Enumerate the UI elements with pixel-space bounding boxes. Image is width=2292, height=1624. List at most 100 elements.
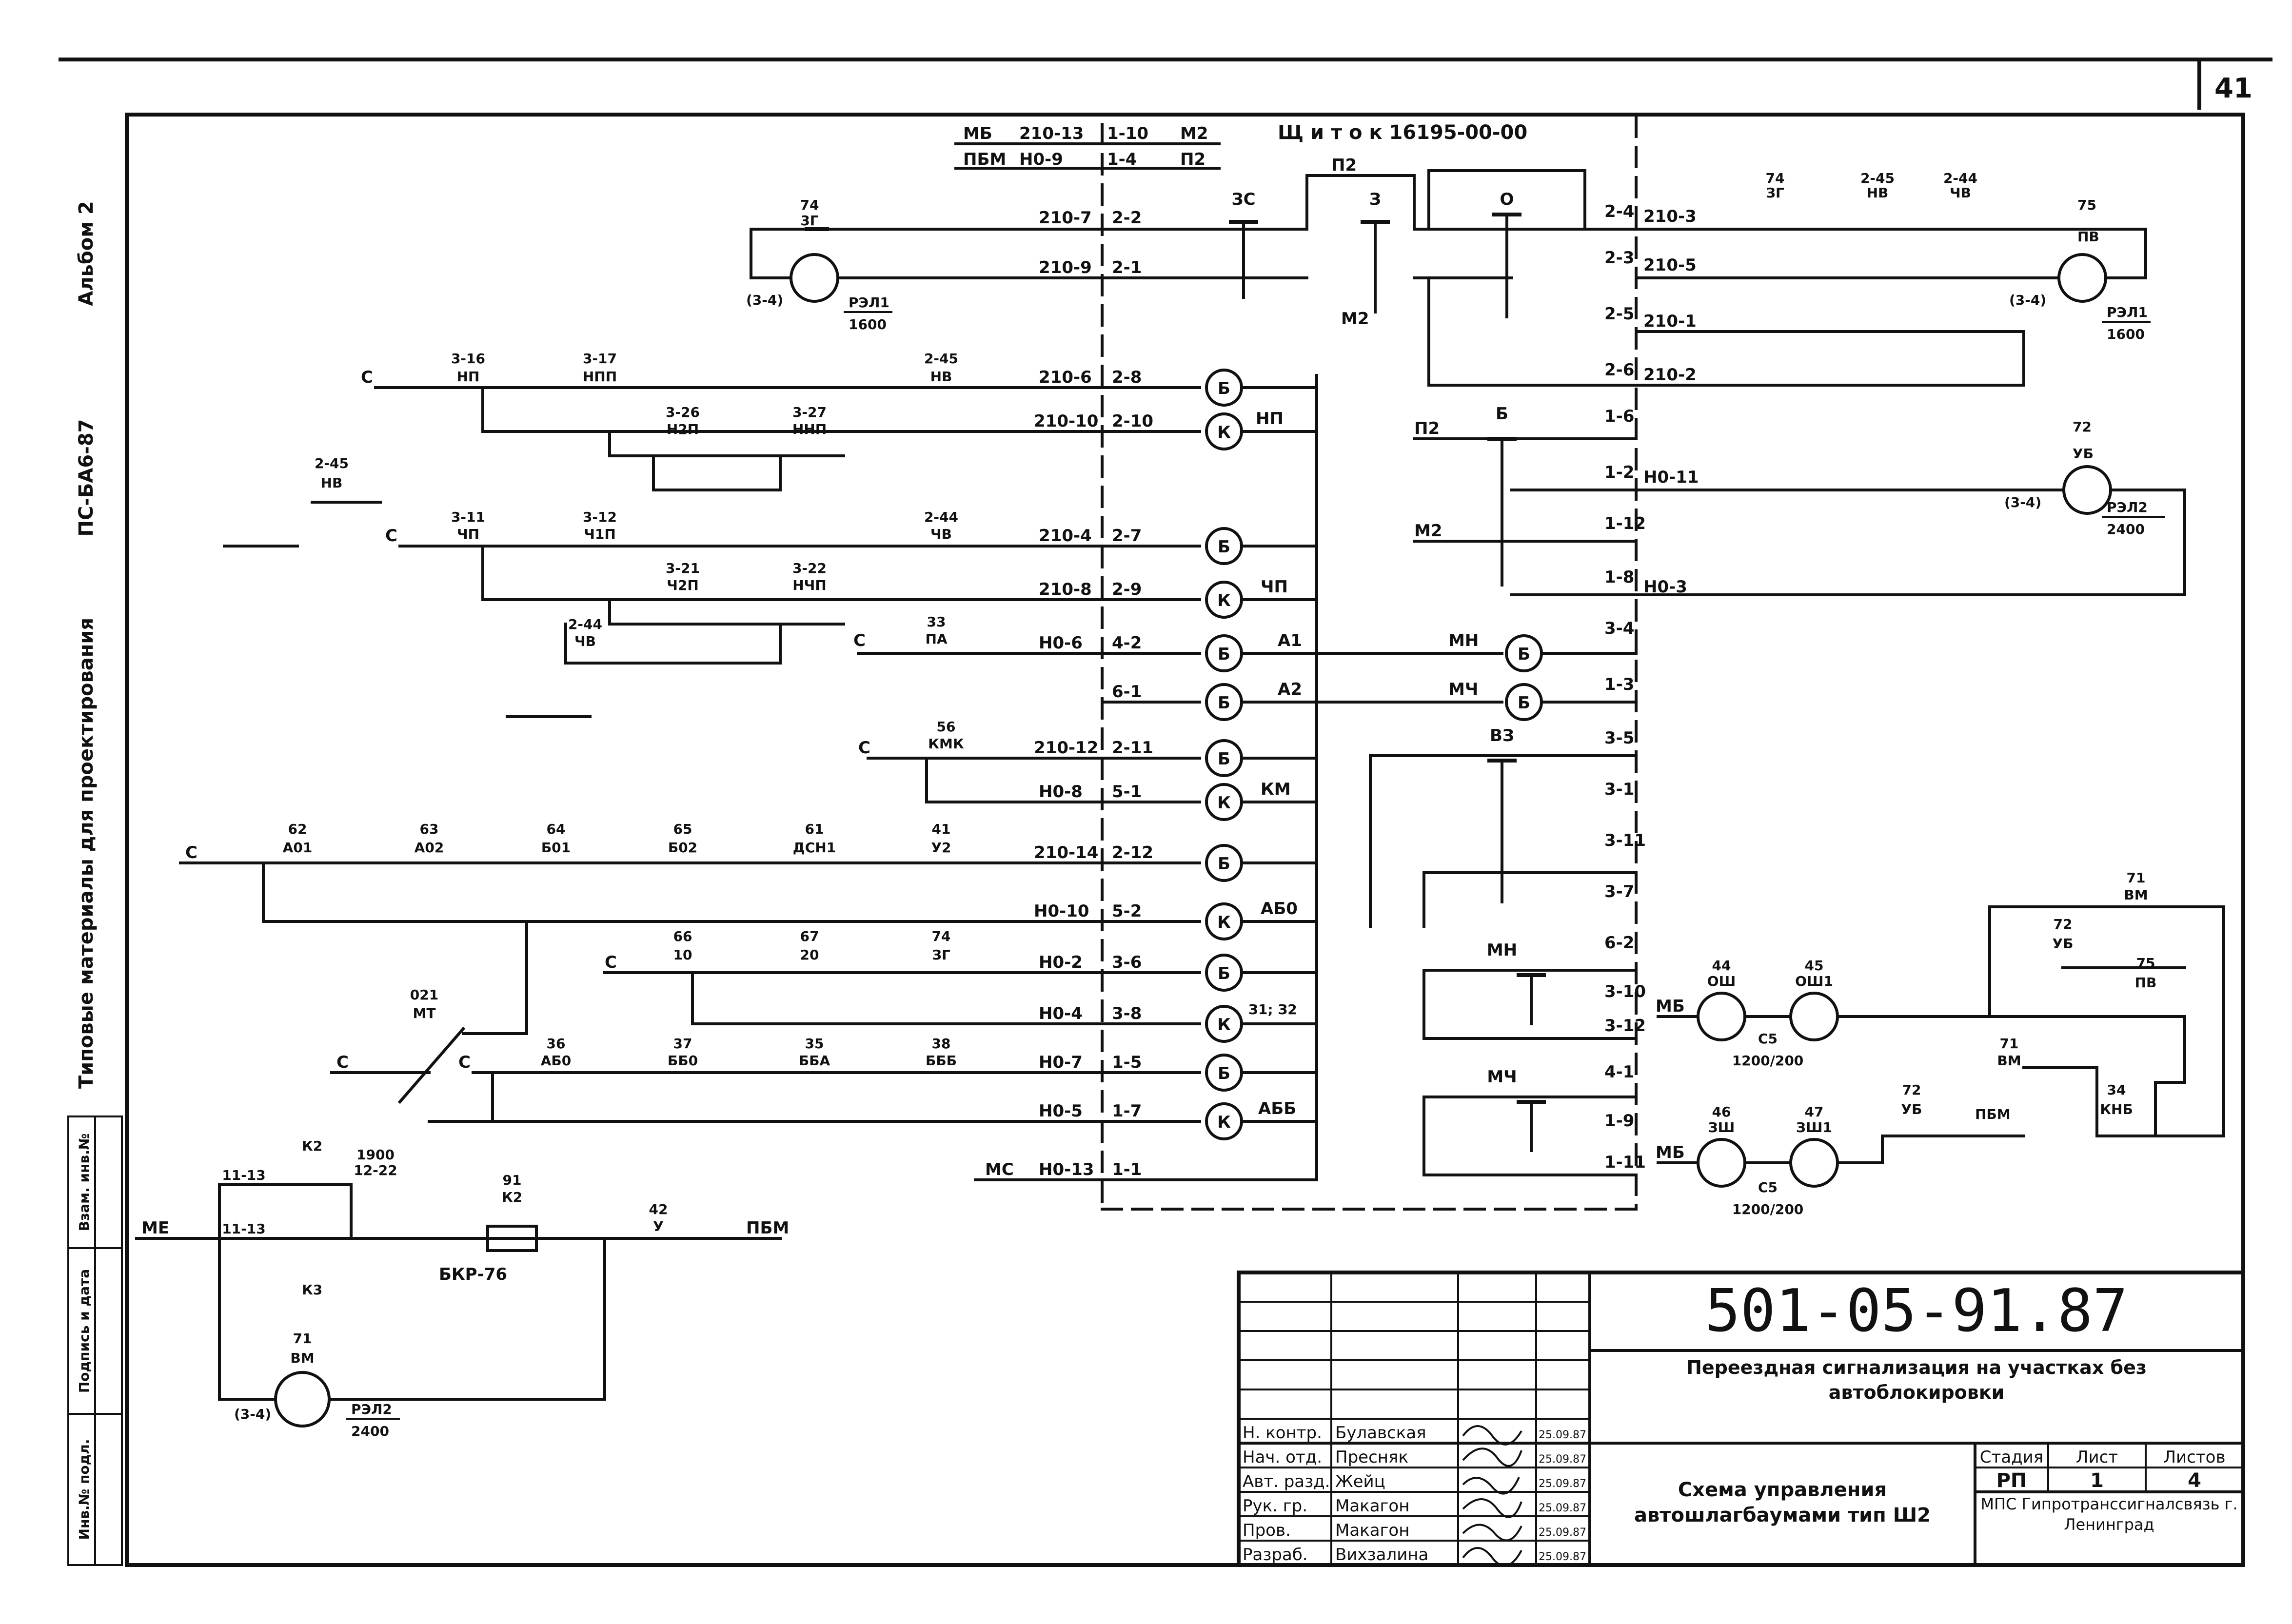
svg-text:41: 41 xyxy=(932,821,951,837)
svg-text:Макагон: Макагон xyxy=(1335,1496,1409,1516)
svg-text:1600: 1600 xyxy=(2107,326,2145,342)
svg-text:Нач. отд.: Нач. отд. xyxy=(1243,1448,1322,1467)
svg-text:021: 021 xyxy=(410,987,438,1003)
svg-text:210-5: 210-5 xyxy=(1643,255,1697,275)
svg-text:210-14: 210-14 xyxy=(1034,843,1098,862)
svg-text:НВ: НВ xyxy=(930,369,952,385)
svg-text:3-12: 3-12 xyxy=(1604,1016,1646,1036)
title-block: 501-05-91.87 Переездная сигнализация на … xyxy=(1237,1271,2245,1567)
svg-text:Б: Б xyxy=(1218,379,1230,398)
svg-text:НВ: НВ xyxy=(321,475,343,491)
project-title: Переездная сигнализация на участках без … xyxy=(1686,1357,2147,1404)
svg-text:АБ0: АБ0 xyxy=(1261,899,1298,919)
svg-text:Н0-6: Н0-6 xyxy=(1039,633,1083,653)
svg-text:2-2: 2-2 xyxy=(1112,208,1142,228)
svg-text:С: С xyxy=(385,526,397,546)
svg-text:2-9: 2-9 xyxy=(1112,580,1142,599)
svg-text:1-8: 1-8 xyxy=(1604,567,1634,587)
svg-text:63: 63 xyxy=(420,821,439,837)
svg-text:6-2: 6-2 xyxy=(1604,933,1634,953)
svg-text:3-26: 3-26 xyxy=(666,404,700,420)
svg-text:Вихзалина: Вихзалина xyxy=(1335,1545,1428,1565)
svg-text:Авт. разд.: Авт. разд. xyxy=(1243,1472,1330,1491)
svg-text:2400: 2400 xyxy=(351,1423,389,1439)
svg-text:1-12: 1-12 xyxy=(1604,514,1646,533)
svg-text:210-2: 210-2 xyxy=(1643,365,1697,385)
svg-text:2-45: 2-45 xyxy=(1860,170,1895,186)
buttons-top: ЗС З О П2 М2 xyxy=(1101,156,1638,387)
organization: МПС Гипротранссигналсвязь г. Ленинград xyxy=(1980,1495,2238,1534)
svg-text:210-4: 210-4 xyxy=(1039,526,1092,546)
svg-text:1-6: 1-6 xyxy=(1604,407,1634,426)
svg-text:210-10: 210-10 xyxy=(1034,411,1098,431)
sheet-label: Лист xyxy=(2076,1448,2118,1467)
svg-text:61: 61 xyxy=(805,821,824,837)
svg-text:К: К xyxy=(1217,591,1231,610)
svg-text:КМК: КМК xyxy=(928,736,964,752)
svg-text:11-13: 11-13 xyxy=(222,1221,266,1237)
svg-text:ЧВ: ЧВ xyxy=(1950,185,1971,201)
svg-text:С: С xyxy=(853,631,866,650)
svg-text:ПВ: ПВ xyxy=(2077,229,2099,245)
svg-text:3-16: 3-16 xyxy=(451,351,485,367)
svg-text:38: 38 xyxy=(932,1036,951,1052)
svg-text:ЗГ: ЗГ xyxy=(932,947,950,963)
svg-text:3Г: 3Г xyxy=(800,213,818,229)
svg-text:72: 72 xyxy=(2073,419,2092,435)
svg-text:20: 20 xyxy=(800,947,819,963)
svg-text:РЭЛ2: РЭЛ2 xyxy=(351,1401,392,1417)
svg-text:12-22: 12-22 xyxy=(354,1162,397,1178)
svg-text:66: 66 xyxy=(673,928,692,944)
sheet-title: Схема управления автошлагбаумами тип Ш2 xyxy=(1634,1479,1931,1526)
svg-text:ББА: ББА xyxy=(799,1053,830,1069)
buttons-lower: ВЗ МН МЧ xyxy=(1369,726,1638,1176)
svg-text:210-1: 210-1 xyxy=(1643,312,1697,331)
svg-text:Б: Б xyxy=(1218,1064,1230,1083)
svg-text:3-6: 3-6 xyxy=(1112,953,1142,972)
svg-text:2-4: 2-4 xyxy=(1604,202,1634,221)
svg-text:АББ: АББ xyxy=(1258,1099,1296,1118)
svg-text:74: 74 xyxy=(932,928,951,944)
svg-text:К2: К2 xyxy=(502,1189,522,1205)
svg-text:2-10: 2-10 xyxy=(1112,411,1153,431)
top-term-2: 1-4 xyxy=(1107,150,1137,169)
album-label: Альбом 2 xyxy=(75,201,98,306)
button-vz-label: ВЗ xyxy=(1490,726,1514,745)
lamp-row-2-8: 210-6 2-8 Б xyxy=(954,368,1318,407)
drawing-frame xyxy=(125,113,2245,1567)
svg-text:МС: МС xyxy=(985,1160,1014,1179)
svg-text:Н0-8: Н0-8 xyxy=(1039,782,1083,802)
top-term-1: 1-10 xyxy=(1107,124,1148,143)
svg-text:1600: 1600 xyxy=(849,316,887,333)
svg-text:25.09.87: 25.09.87 xyxy=(1539,1502,1586,1514)
bottom-left-circuit: МЕ 71 ВМ РЭЛ2 2400 (3-4) К2 К3 11-13 11-… xyxy=(135,1138,789,1439)
svg-text:А2: А2 xyxy=(1278,680,1302,699)
svg-text:45: 45 xyxy=(1805,958,1824,974)
svg-text:(3-4): (3-4) xyxy=(746,292,783,308)
svg-text:36: 36 xyxy=(547,1036,566,1052)
svg-text:Н2П: Н2П xyxy=(667,421,699,437)
svg-text:Н0-7: Н0-7 xyxy=(1039,1053,1083,1072)
svg-text:МЕ: МЕ xyxy=(141,1218,169,1238)
svg-text:Н0-4: Н0-4 xyxy=(1039,1004,1083,1023)
svg-text:3-22: 3-22 xyxy=(792,560,827,576)
svg-text:2-7: 2-7 xyxy=(1112,526,1142,546)
svg-text:МЧ: МЧ xyxy=(1448,680,1478,699)
svg-text:Б: Б xyxy=(1218,693,1230,713)
svg-text:Б: Б xyxy=(1218,537,1230,557)
svg-text:1900: 1900 xyxy=(356,1147,395,1163)
svg-text:62: 62 xyxy=(288,821,307,837)
lamp-row-5-2: Н0-10 5-2 К АБ0 xyxy=(954,899,1318,940)
svg-text:С: С xyxy=(858,738,870,758)
lamp-row-3-6: Н0-2 3-6 Б xyxy=(954,953,1318,992)
svg-text:Б: Б xyxy=(1218,749,1230,769)
svg-text:1-7: 1-7 xyxy=(1112,1101,1142,1121)
stamp-sign-label: Подпись и дата xyxy=(76,1269,92,1393)
svg-text:46: 46 xyxy=(1712,1104,1731,1120)
lamp-row-2-12: 210-14 2-12 Б xyxy=(954,843,1318,882)
svg-text:1-1: 1-1 xyxy=(1112,1160,1142,1179)
terminal-strip xyxy=(1101,116,1638,1211)
svg-text:210-3: 210-3 xyxy=(1643,207,1697,226)
stamp-replace-label: Взам. инв.№ xyxy=(76,1134,92,1232)
